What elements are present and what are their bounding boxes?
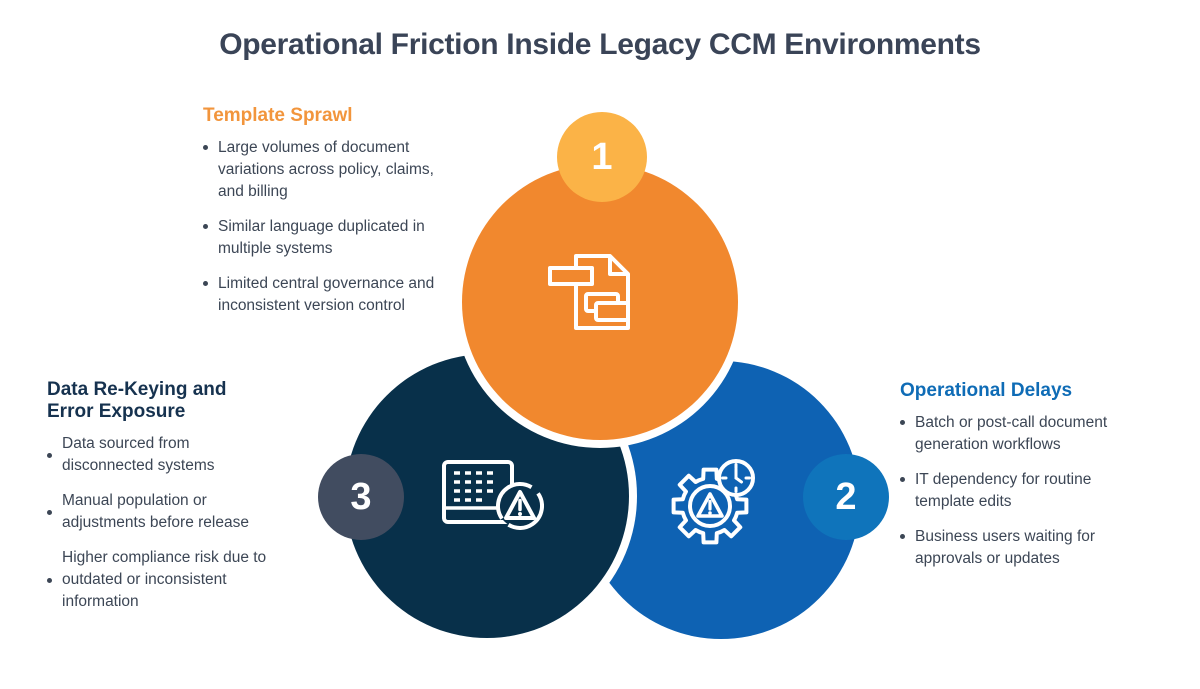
list-item: Business users waiting for approvals or … — [900, 526, 1160, 570]
bullet-text: Large volumes of document variations acr… — [218, 139, 434, 200]
badge-1-number: 1 — [591, 135, 613, 178]
list-item: Manual population or adjustments before … — [47, 490, 287, 534]
bullet-list-data-rekeying: Data sourced from disconnected systems M… — [47, 433, 287, 613]
bullet-text: Similar language duplicated in multiple … — [218, 218, 425, 257]
section-heading-template-sprawl: Template Sprawl — [203, 105, 353, 126]
bullet-text: Data sourced from disconnected systems — [62, 435, 215, 474]
gear-warning-clock-icon — [671, 459, 755, 545]
badge-1: 1 — [557, 112, 647, 202]
bullet-text: Limited central governance and inconsist… — [218, 275, 435, 314]
bullet-dot — [47, 577, 52, 583]
badge-3-number: 3 — [350, 475, 372, 518]
bullet-dot — [203, 224, 208, 229]
bullet-dot — [900, 420, 905, 425]
section-operational-delays: Operational Delays Batch or post-call do… — [900, 380, 1160, 583]
bullet-text: IT dependency for routine template edits — [915, 471, 1092, 510]
bullet-text: Higher compliance risk due to outdated o… — [62, 549, 267, 610]
document-copies-icon — [548, 254, 630, 330]
bullet-dot — [203, 281, 208, 286]
bullet-list-template-sprawl: Large volumes of document variations acr… — [203, 137, 453, 317]
list-item: Higher compliance risk due to outdated o… — [47, 547, 287, 613]
badge-2: 2 — [803, 454, 889, 540]
bullet-dot — [47, 452, 52, 458]
badge-3: 3 — [318, 454, 404, 540]
table-warning-icon — [442, 460, 544, 530]
list-item: Similar language duplicated in multiple … — [203, 216, 453, 260]
list-item: Large volumes of document variations acr… — [203, 137, 453, 203]
bullet-dot — [47, 509, 52, 515]
section-data-rekeying: Data Re-Keying and Error Exposure Data s… — [47, 379, 287, 626]
bullet-dot — [900, 477, 905, 482]
bullet-dot — [203, 145, 208, 150]
bullet-list-operational-delays: Batch or post-call document generation w… — [900, 412, 1160, 570]
bullet-text: Batch or post-call document generation w… — [915, 414, 1108, 453]
bullet-text: Manual population or adjustments before … — [62, 492, 249, 531]
section-template-sprawl: Template Sprawl Large volumes of documen… — [203, 105, 453, 330]
list-item: Batch or post-call document generation w… — [900, 412, 1160, 456]
bullet-text: Business users waiting for approvals or … — [915, 528, 1096, 567]
section-heading-data-rekeying: Data Re-Keying and Error Exposure — [47, 379, 227, 422]
section-heading-operational-delays: Operational Delays — [900, 380, 1073, 401]
badge-2-number: 2 — [835, 475, 857, 518]
list-item: Limited central governance and inconsist… — [203, 273, 453, 317]
list-item: Data sourced from disconnected systems — [47, 433, 287, 477]
list-item: IT dependency for routine template edits — [900, 469, 1160, 513]
page-title: Operational Friction Inside Legacy CCM E… — [219, 28, 981, 61]
bullet-dot — [900, 534, 905, 539]
